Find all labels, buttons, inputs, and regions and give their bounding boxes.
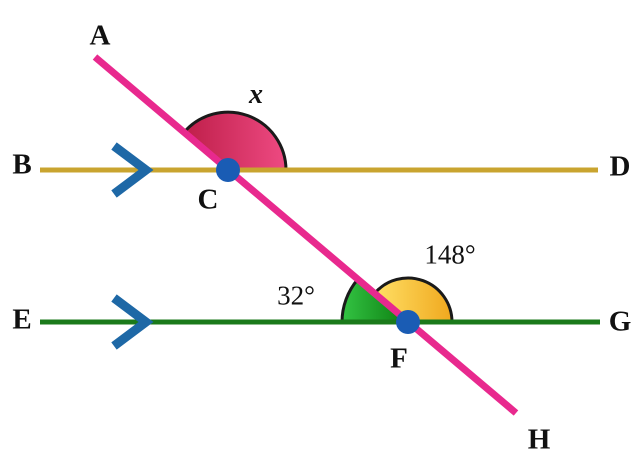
point-label-A: A <box>89 19 111 52</box>
point-label-B: B <box>12 148 32 181</box>
angle-148-sector <box>374 278 452 322</box>
transversal-AH <box>92 54 519 416</box>
point-dot-C <box>216 158 240 182</box>
angle-148-arc <box>373 276 454 323</box>
angle-label-148: 148° <box>424 239 476 270</box>
angle-x-sector <box>183 112 286 170</box>
point-label-E: E <box>12 303 32 336</box>
angle-32-arc <box>340 278 359 323</box>
angle-label-x: x <box>249 79 263 110</box>
point-label-H: H <box>527 423 551 456</box>
point-label-C: C <box>197 183 219 216</box>
point-label-G: G <box>608 305 632 338</box>
angle-label-32: 32° <box>277 280 315 311</box>
point-dot-F <box>396 310 420 334</box>
point-label-D: D <box>609 150 631 183</box>
angle-x-arc <box>182 110 288 171</box>
parallel-arrow-icon-EG <box>111 294 154 350</box>
parallel-arrow-icon-BD <box>111 142 154 198</box>
point-label-F: F <box>390 342 408 375</box>
